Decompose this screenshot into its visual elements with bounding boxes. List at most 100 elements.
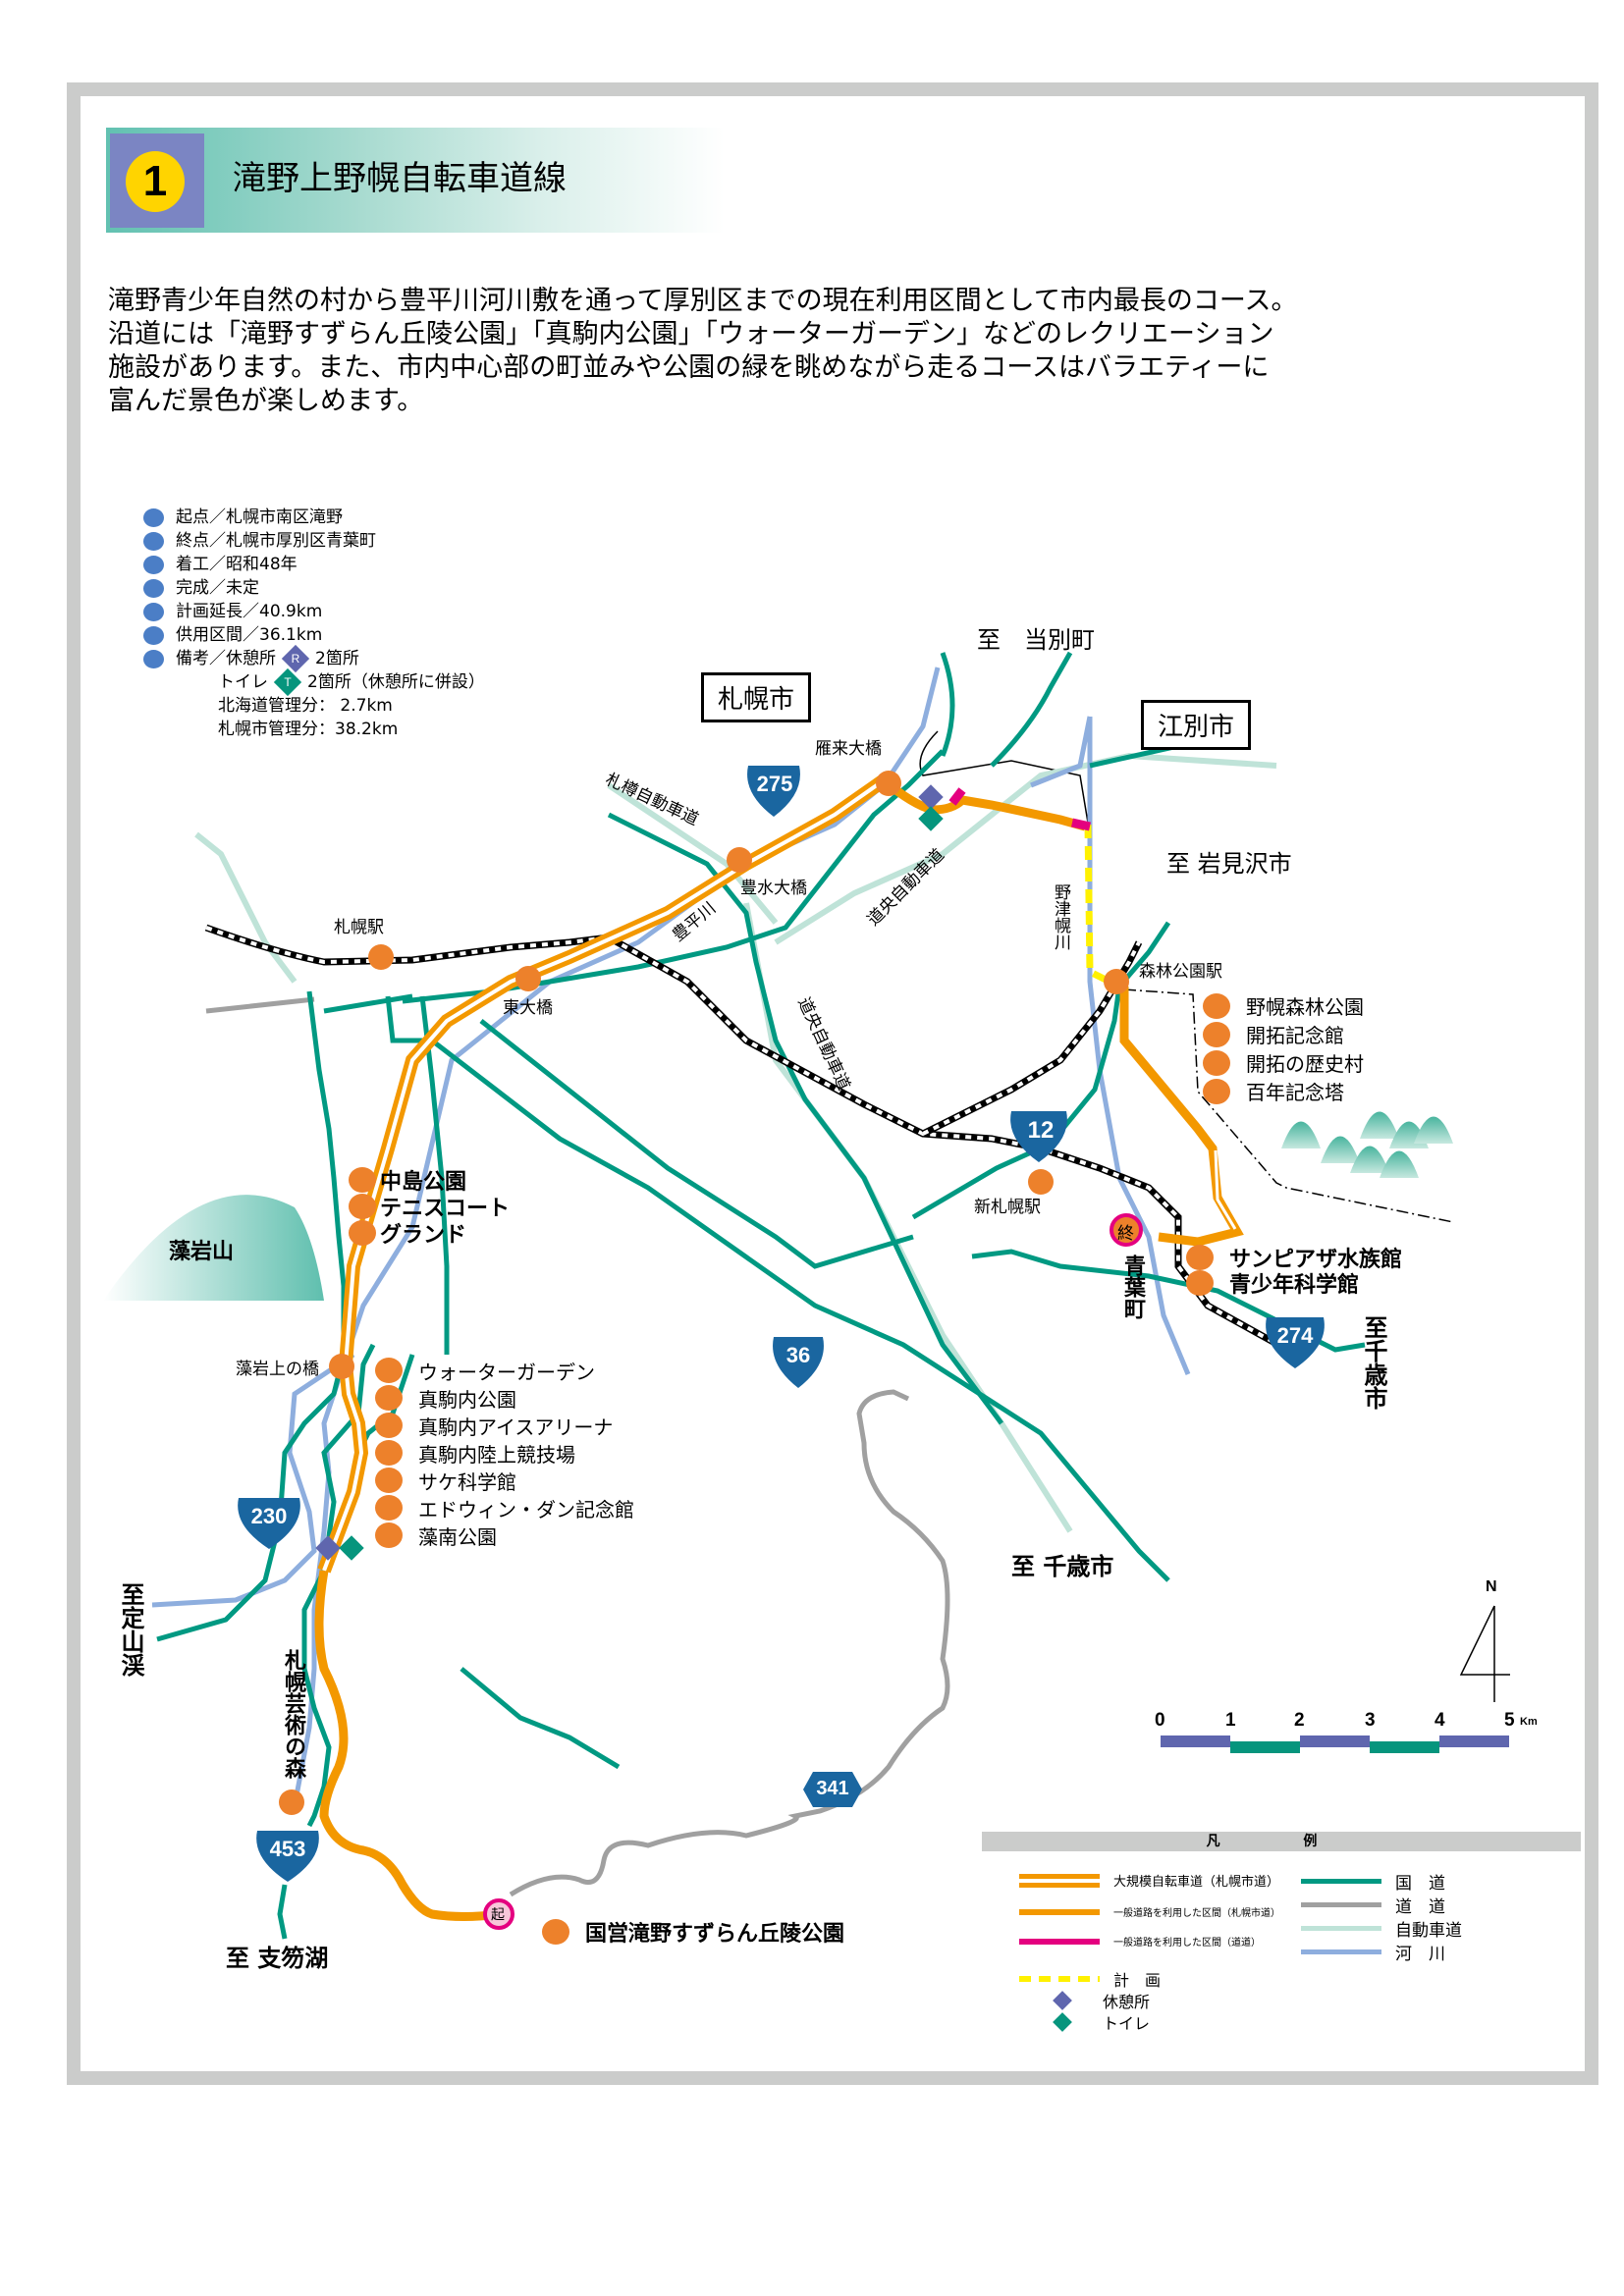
shin-sapporo-station-label: 新札幌駅 bbox=[974, 1198, 1041, 1217]
bullet-icon bbox=[143, 578, 164, 598]
end-marker-label: 終 bbox=[1117, 1224, 1134, 1244]
scale-tick: 4 bbox=[1435, 1710, 1445, 1731]
to-tobetsu-label: 至 当別町 bbox=[977, 626, 1095, 654]
line-icon bbox=[1301, 1926, 1381, 1931]
poi-item: 真駒内陸上競技場 bbox=[375, 1439, 634, 1467]
forest-icon bbox=[1281, 1111, 1453, 1178]
poi-item: 開拓の歴史村 bbox=[1203, 1048, 1364, 1077]
to-chitose-south-label: 至 千歳市 bbox=[1011, 1553, 1114, 1580]
title-band bbox=[106, 128, 725, 233]
shinrin-koen-station-dot bbox=[1104, 969, 1129, 994]
legend-item-toilet: トイレ bbox=[1052, 2010, 1150, 2034]
to-jozankei-label: 至定山渓 bbox=[117, 1582, 144, 1677]
route-36-label: 36 bbox=[785, 1343, 811, 1367]
poi-dot-icon bbox=[349, 1166, 376, 1193]
higashi-ohashi-dot bbox=[515, 966, 541, 991]
karaiki-ohashi-label: 雁来大橋 bbox=[815, 739, 882, 759]
intro-line: 沿道には「滝野すずらん丘陵公園」「真駒内公園」「ウォーターガーデン」などのレクリ… bbox=[108, 319, 1274, 349]
fact-open-length: 供用区間／36.1km bbox=[143, 623, 485, 647]
ebetsu-city-box: 江別市 bbox=[1141, 700, 1252, 750]
poi-list-nopporo: 野幌森林公園 開拓記念館 開拓の歴史村 百年記念塔 bbox=[1203, 991, 1364, 1105]
moiwayama-shape bbox=[103, 1195, 324, 1301]
bullet-icon bbox=[143, 625, 164, 645]
poi-dot-icon bbox=[349, 1219, 376, 1246]
bullet-icon bbox=[143, 507, 164, 527]
toilet-icon bbox=[1053, 2012, 1072, 2032]
poi-dot-icon bbox=[1203, 1078, 1230, 1104]
scale-tick: 5 bbox=[1504, 1710, 1515, 1731]
scale-tick: 0 bbox=[1155, 1710, 1165, 1731]
line-icon bbox=[1019, 1908, 1100, 1915]
route-453-label: 453 bbox=[269, 1837, 306, 1861]
poi-takino: 国営滝野すずらん丘陵公園 bbox=[542, 1916, 844, 1948]
line-icon bbox=[1301, 1902, 1381, 1907]
poi-dot-icon bbox=[1203, 992, 1230, 1019]
poi-item: 中島公園 bbox=[349, 1166, 510, 1195]
poi-dot-icon bbox=[375, 1495, 403, 1521]
legend-item-national-road: 国 道 bbox=[1301, 1869, 1445, 1894]
poi-item: ウォーターガーデン bbox=[375, 1357, 634, 1384]
rest-area-map-icon bbox=[918, 784, 944, 810]
north-arrow-icon bbox=[1459, 1605, 1510, 1702]
to-chitose-east-label: 至千歳市 bbox=[1360, 1315, 1387, 1410]
poi-item: 真駒内公園 bbox=[375, 1384, 634, 1412]
legend-item-cycle-route: 大規模自転車道（札幌市道） bbox=[1019, 1871, 1279, 1890]
start-marker-label: 起 bbox=[491, 1907, 505, 1923]
intro-line: 施設があります。また、市内中心部の町並みや公園の緑を眺めながら走るコースはバラエ… bbox=[108, 352, 1270, 383]
fact-construction-start: 着工／昭和48年 bbox=[143, 553, 485, 576]
poi-dot-icon bbox=[375, 1440, 403, 1466]
route-12-label: 12 bbox=[1027, 1117, 1055, 1144]
scale-unit: Km bbox=[1520, 1716, 1538, 1728]
dashed-line-icon bbox=[1019, 1976, 1100, 1982]
fact-planned-length: 計画延長／40.9km bbox=[143, 600, 485, 623]
route-facts: 起点／札幌市南区滝野 終点／札幌市厚別区青葉町 着工／昭和48年 完成／未定 計… bbox=[143, 506, 485, 741]
intro-text: 滝野青少年自然の村から豊平川河川敷を通って厚別区までの現在利用区間として市内最長… bbox=[108, 285, 1542, 418]
toilet-map-icon bbox=[918, 806, 944, 831]
aobacho-label: 青葉町 bbox=[1120, 1255, 1145, 1319]
bullet-icon bbox=[143, 649, 164, 668]
fact-hokkaido-share: 北海道管理分： 2.7km bbox=[218, 696, 393, 716]
scale-tick: 1 bbox=[1225, 1710, 1236, 1731]
to-shikotsu-label: 至 支笏湖 bbox=[226, 1945, 329, 1972]
moiwa-kaminohashi-label: 藻岩上の橋 bbox=[236, 1360, 319, 1379]
sapporo-station-label: 札幌駅 bbox=[334, 918, 384, 937]
poi-dot-icon bbox=[375, 1468, 403, 1493]
poi-dot-icon bbox=[375, 1413, 403, 1438]
fact-completion: 完成／未定 bbox=[143, 576, 485, 600]
fact-start: 起点／札幌市南区滝野 bbox=[143, 506, 485, 529]
line-icon bbox=[1019, 1938, 1100, 1945]
poi-item: 野幌森林公園 bbox=[1203, 991, 1364, 1020]
moiwa-bridge-dot bbox=[329, 1354, 354, 1379]
poi-item: 青少年科学館 bbox=[1186, 1270, 1402, 1298]
route-274-label: 274 bbox=[1276, 1323, 1314, 1348]
legend-item-river: 河 川 bbox=[1301, 1940, 1445, 1964]
poi-dot-icon bbox=[375, 1522, 403, 1548]
art-forest-dot bbox=[279, 1789, 304, 1815]
poi-item: エドウィン・ダン記念館 bbox=[375, 1494, 634, 1522]
poi-item: サケ科学館 bbox=[375, 1467, 634, 1494]
higashi-ohashi-label: 東大橋 bbox=[503, 998, 553, 1018]
legend-item-rest: 休憩所 bbox=[1052, 1989, 1150, 2012]
poi-list-nakajima: 中島公園 テニスコート グランド bbox=[349, 1166, 510, 1248]
poi-item: 百年記念塔 bbox=[1203, 1077, 1364, 1105]
rest-area-icon bbox=[1053, 1991, 1072, 2010]
route-275-label: 275 bbox=[756, 772, 793, 796]
poi-item: テニスコート bbox=[349, 1193, 510, 1221]
legend: 凡 例 bbox=[982, 1832, 1581, 1851]
intro-line: 滝野青少年自然の村から豊平川河川敷を通って厚別区までの現在利用区間として市内最長… bbox=[108, 286, 1298, 316]
poi-list-makomanai: ウォーターガーデン 真駒内公園 真駒内アイスアリーナ 真駒内陸上競技場 サケ科学… bbox=[375, 1357, 634, 1549]
route-number-badge: 1 bbox=[126, 151, 185, 212]
page-title: 滝野上野幌自転車道線 bbox=[233, 159, 567, 198]
route-230-label: 230 bbox=[250, 1504, 288, 1528]
scale-bar bbox=[1161, 1735, 1509, 1753]
poi-item: 藻南公園 bbox=[375, 1522, 634, 1549]
poi-item: グランド bbox=[349, 1219, 510, 1248]
poi-dot-icon bbox=[1203, 1049, 1230, 1076]
poi-dot-icon bbox=[1186, 1270, 1214, 1296]
end-marker bbox=[1110, 1213, 1143, 1247]
legend-item-general-road-pref: 一般道路を利用した区間（道道） bbox=[1019, 1934, 1261, 1949]
start-marker bbox=[483, 1898, 514, 1930]
compass-label: N bbox=[1486, 1578, 1497, 1595]
